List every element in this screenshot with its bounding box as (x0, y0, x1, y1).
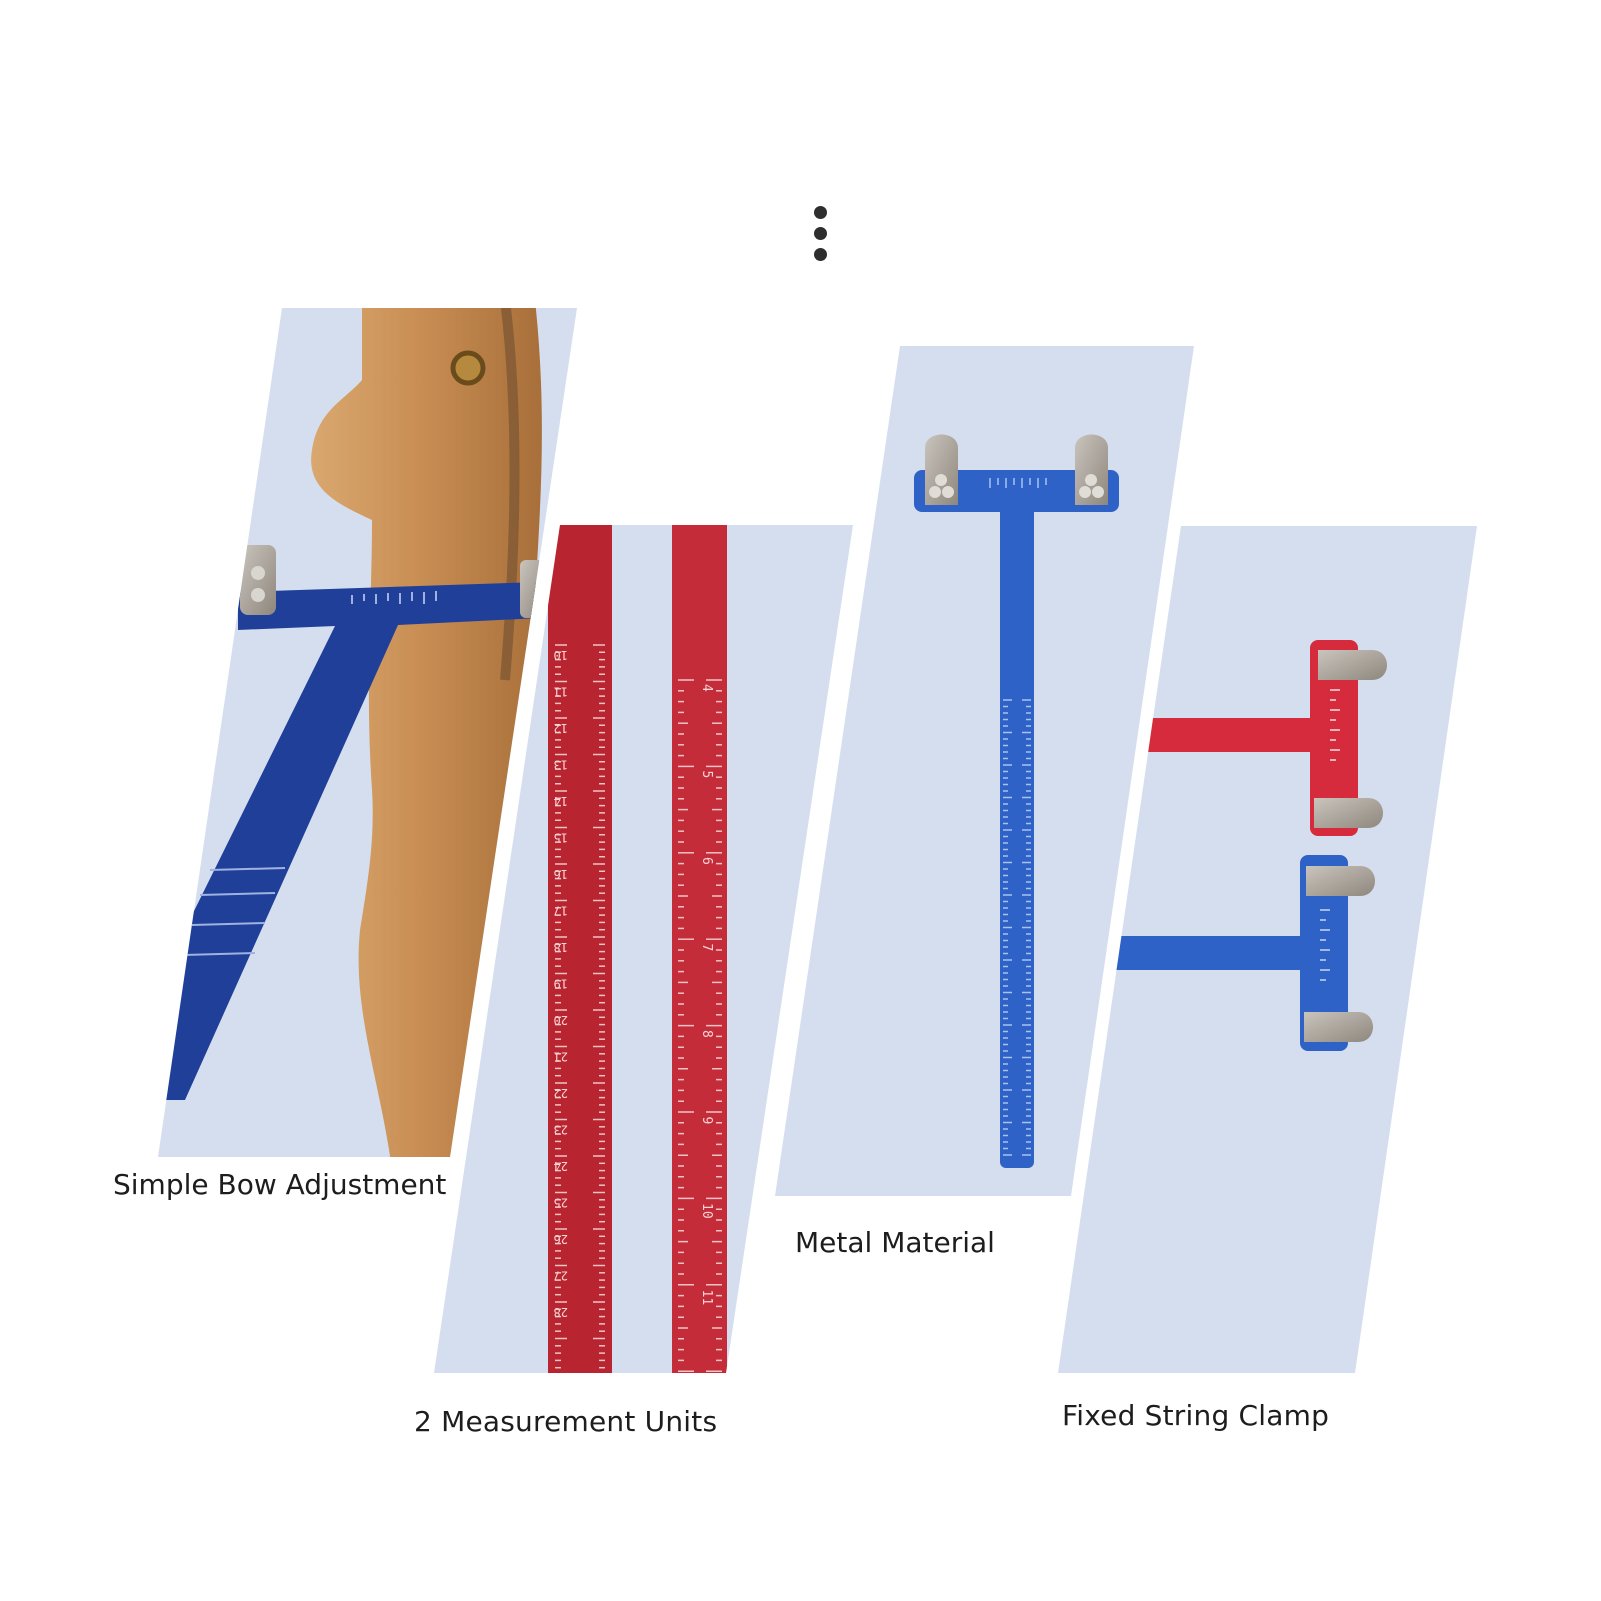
red-t-crossbar-image (1310, 640, 1358, 836)
menu-dot (814, 206, 827, 219)
ruler-number: 17 (554, 904, 568, 918)
blue-clip-bottom-image (1304, 1012, 1373, 1042)
menu-dot (814, 227, 827, 240)
ruler-number: 23 (554, 1123, 568, 1137)
ruler-number: 21 (554, 1050, 568, 1064)
panel-string-clamp (1058, 526, 1477, 1373)
caption-measurement-units: 2 Measurement Units (414, 1405, 718, 1438)
ruler-number: 18 (554, 940, 568, 954)
ruler-number: 27 (554, 1269, 568, 1283)
menu-dot (814, 248, 827, 261)
clip-right-image (520, 560, 544, 618)
ruler-number: 13 (554, 758, 568, 772)
panel-2-background (434, 525, 853, 1373)
ruler-number: 12 (554, 721, 568, 735)
red-t-stem-image (1140, 718, 1340, 752)
caption-metal-material: Metal Material (795, 1226, 995, 1259)
panel-metal-material: Metal Material (775, 346, 1194, 1259)
ruler-number: 8 (699, 1030, 714, 1038)
ruler-number: 16 (554, 867, 568, 881)
red-ruler-inch-image (672, 525, 727, 1373)
ruler-number: 4 (699, 684, 714, 692)
more-vertical-icon[interactable] (806, 202, 835, 266)
ruler-number: 14 (554, 794, 568, 808)
t-ruler-crossbar-image (914, 470, 1119, 512)
ruler-number: 9 (699, 1117, 714, 1125)
panel-measurement-units: 10 11 12 13 14 15 16 17 18 19 20 21 22 23 24 25 26 27 28 4… (434, 525, 853, 1373)
ruler-number: 24 (554, 1159, 568, 1173)
ruler-number: 5 (699, 771, 714, 779)
ruler-number: 25 (554, 1196, 568, 1210)
blue-t-crossbar-image (1300, 855, 1348, 1051)
ruler-number: 22 (554, 1086, 568, 1100)
ruler-number: 15 (554, 831, 568, 845)
ruler-number: 26 (554, 1232, 568, 1246)
ruler-number: 19 (554, 977, 568, 991)
blue-t-stem-image (1110, 936, 1320, 970)
red-clip-top-image (1318, 650, 1387, 680)
blue-t-ruler-image (158, 582, 540, 1100)
ruler-number: 7 (699, 944, 714, 952)
bow-bushing-image (450, 350, 486, 386)
caption-string-clamp: Fixed String Clamp (1062, 1399, 1330, 1432)
ruler-number: 20 (554, 1013, 568, 1027)
blue-clip-top-image (1306, 866, 1375, 896)
ruler-number: 6 (699, 857, 714, 865)
ruler-number: 11 (554, 685, 568, 699)
ruler-number: 10 (699, 1203, 714, 1219)
caption-bow-adjustment: Simple Bow Adjustment (113, 1168, 446, 1201)
ruler-number: 11 (699, 1290, 714, 1306)
red-clip-bottom-image (1314, 798, 1383, 828)
ruler-number: 28 (554, 1305, 568, 1319)
ruler-number: 10 (554, 648, 568, 662)
panel-3-background (775, 346, 1194, 1196)
t-ruler-stem-image (1000, 505, 1034, 1168)
